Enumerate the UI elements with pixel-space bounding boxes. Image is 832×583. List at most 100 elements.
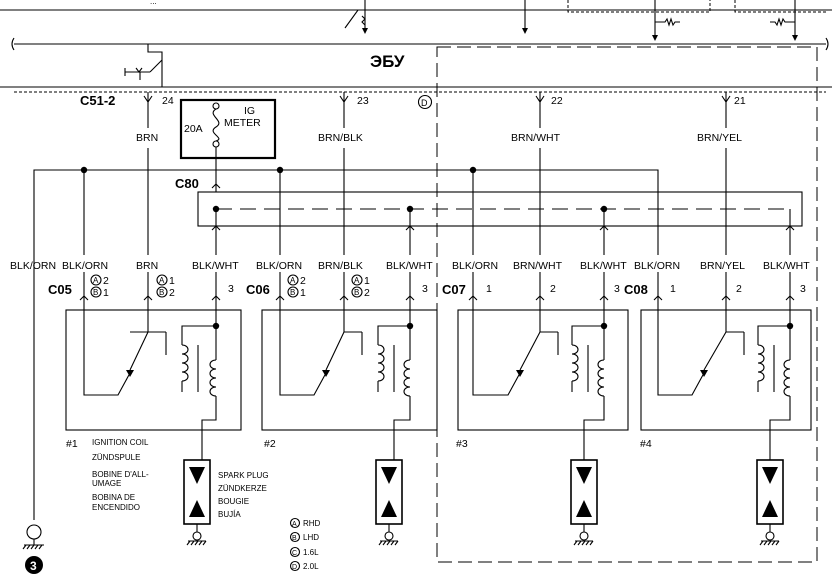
wire-label: BLK/WHT [192,260,239,272]
pin-number: 2 [169,287,175,299]
legend-symbol: C [292,550,297,557]
legend-symbol: D [292,564,297,571]
variant-d-symbol: D [421,98,428,108]
plug-name-labels: SPARK PLUG ZÜNDKERZE BOUGIE BUJÍA [218,471,269,519]
pin-number: 1 [300,287,306,299]
ground-point: 3 [22,524,44,574]
coil-name: BOBINE D'ALL- [92,470,149,479]
coil-connector: C06 [246,282,270,297]
ground-ref-badge [25,556,43,574]
fuse-ig-meter: 20A IG METER [179,98,277,160]
ecu-pin: 23 [357,95,369,107]
variant-symbol: A [93,276,99,285]
ground-ref-number: 3 [30,559,37,573]
variant-symbol: B [354,288,359,297]
pin-number: 3 [422,283,428,295]
pin-number: 3 [800,283,806,295]
splice-c80: C80 [175,176,803,255]
wire-label: BLK/ORN [10,260,56,272]
wire-label: BRN/BLK [318,260,363,272]
coil-number: #1 [66,438,78,450]
pin-number: 2 [300,275,306,287]
legend-text: 2.0L [303,562,319,571]
pin-number: 1 [364,275,370,287]
coil-2: BLK/ORN BRN/BLK BLK/WHT C06 A 2 B 1 A 1 … [246,260,438,460]
wire-label: BLK/WHT [763,260,810,272]
wire-label-ecu-21: BRN/YEL [697,132,742,144]
coil-name: ENCENDIDO [92,503,140,512]
pin-number: 1 [103,287,109,299]
coil-name: UMAGE [92,479,121,488]
wire-label: BLK/ORN [634,260,680,272]
coil-4: BLK/ORN BRN/YEL BLK/WHT C08 1 2 3 #4 [624,260,812,460]
pin-number: 2 [550,283,556,295]
coil-number: #3 [456,438,468,450]
fuse-name-2: METER [224,117,261,129]
spark-plug-3 [570,459,598,546]
ecu-pin: 22 [551,95,563,107]
ecu-switch [124,44,163,87]
plug-name: BOUGIE [218,497,249,506]
coil-name: IGNITION COIL [92,438,149,447]
coil-name: ZÜNDSPULE [92,453,140,462]
fuse-rating: 20A [184,123,203,135]
plug-name: ZÜNDKERZE [218,484,267,493]
coil-3: BLK/ORN BRN/WHT BLK/WHT C07 1 2 3 #3 [442,260,629,460]
variant-symbol: A [290,276,296,285]
ecu-output-wires [147,92,727,255]
variant-d-marker [417,94,433,110]
variant-symbol: B [93,288,98,297]
variant-symbol: B [159,288,164,297]
pin-number: 2 [103,275,109,287]
pin-number: 2 [364,287,370,299]
pin-number: 1 [169,275,175,287]
wire-label: BLK/ORN [62,260,108,272]
coil-number: #2 [264,438,276,450]
ecu-pin: 24 [162,95,174,107]
pin-number: 3 [228,283,234,295]
coil-connector: C07 [442,282,466,297]
legend-text: 1.6L [303,548,319,557]
wire-label: BRN [136,260,158,272]
wire-label-ecu-22: BRN/WHT [511,132,561,144]
pin-number: 3 [614,283,620,295]
variant-symbol: B [290,288,295,297]
wire-label: BLK/ORN [452,260,498,272]
spark-plug-4 [756,459,784,546]
ecu-pin: 21 [734,95,746,107]
coil-1: BLK/ORN BLK/ORN BRN BLK/WHT C05 A 2 B 1 … [10,260,242,460]
top-note: ... [150,0,157,6]
pin-number: 1 [486,283,492,295]
legend-symbol: A [292,521,297,528]
wire-label: BRN/YEL [700,260,745,272]
spark-plug-1 [183,459,211,546]
legend-text: RHD [303,519,321,528]
variant-symbol: A [159,276,165,285]
coil-number: #4 [640,438,652,450]
legend-text: LHD [303,533,319,542]
wire-label: BLK/ORN [256,260,302,272]
coil-name: BOBINA DE [92,493,135,502]
wire-label-ecu-24: BRN [136,132,158,144]
pin-number: 2 [736,283,742,295]
pin-number: 1 [670,283,676,295]
plug-name: SPARK PLUG [218,471,269,480]
wire-label-ecu-23: BRN/BLK [318,132,363,144]
variant-legend: A RHD B LHD C 1.6L D 2.0L [289,517,321,572]
spark-plug-2 [375,459,403,546]
top-rails: ... [0,0,832,93]
coil-name-labels: IGNITION COIL ZÜNDSPULE BOBINE D'ALL- UM… [92,438,149,512]
ecu-label: ЭБУ [370,52,405,71]
variant-symbol: A [354,276,360,285]
coil-connector: C08 [624,282,648,297]
fuse-name-1: IG [244,105,255,117]
splice-label: C80 [175,176,199,191]
wire-label: BLK/WHT [580,260,627,272]
wire-label: BRN/WHT [513,260,563,272]
wire-label: BLK/WHT [386,260,433,272]
variant-2-0l-enclosure [436,46,818,563]
legend-symbol: B [292,535,297,542]
blk-orn-bus [33,166,659,520]
plug-name: BUJÍA [218,510,241,519]
